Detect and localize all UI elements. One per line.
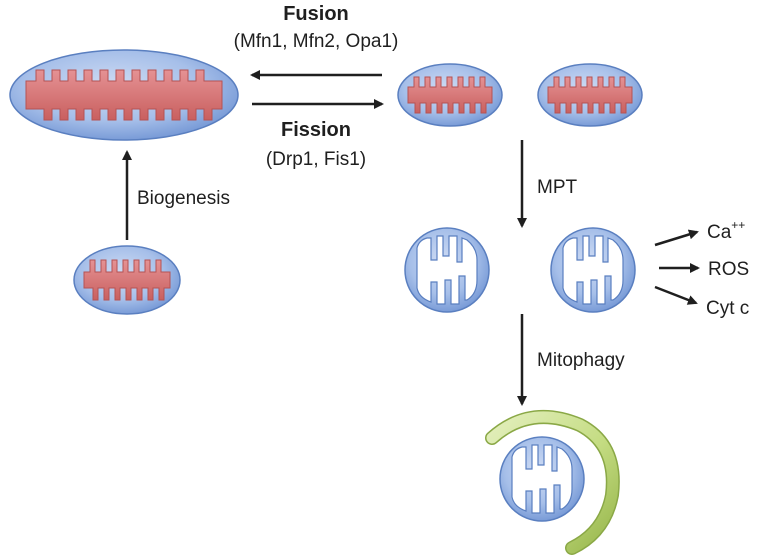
ros-label: ROS bbox=[708, 259, 749, 280]
fission-mitochondrion-2 bbox=[537, 63, 643, 127]
fused-mitochondrion bbox=[9, 49, 239, 141]
calcium-label: Ca++ bbox=[707, 218, 745, 243]
fission-mitochondrion-1 bbox=[397, 63, 503, 127]
damaged-cristae bbox=[416, 235, 478, 305]
cristae bbox=[83, 259, 171, 301]
mitophagy-label: Mitophagy bbox=[537, 350, 625, 371]
cristae bbox=[25, 69, 223, 121]
swollen-mitochondrion-2 bbox=[550, 227, 636, 313]
biogenesis-mitochondrion bbox=[73, 245, 181, 315]
calcium-base: Ca bbox=[707, 222, 732, 243]
swollen-mitochondrion-1 bbox=[404, 227, 490, 313]
cristae bbox=[547, 76, 633, 114]
mpt-label: MPT bbox=[537, 177, 578, 198]
calcium-release-arrow bbox=[654, 229, 699, 247]
cytc-release-arrow bbox=[654, 285, 698, 305]
fission-title: Fission bbox=[281, 119, 351, 141]
damaged-cristae bbox=[562, 235, 624, 305]
fission-proteins: (Drp1, Fis1) bbox=[266, 149, 366, 170]
phagophore-membrane-fill bbox=[486, 411, 619, 554]
damaged-cristae bbox=[511, 444, 573, 514]
fusion-proteins: (Mfn1, Mfn2, Opa1) bbox=[234, 31, 399, 52]
cristae bbox=[407, 76, 493, 114]
cytc-label: Cyt c bbox=[706, 298, 749, 319]
mitophagy-mitochondrion bbox=[499, 436, 585, 522]
fusion-title: Fusion bbox=[283, 3, 349, 25]
biogenesis-label: Biogenesis bbox=[137, 188, 230, 209]
calcium-charge: ++ bbox=[731, 218, 745, 232]
